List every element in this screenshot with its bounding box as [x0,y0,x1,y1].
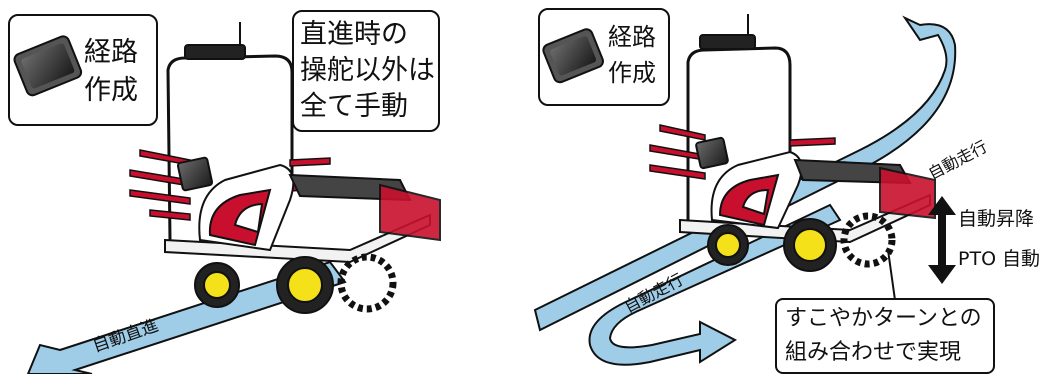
callout-manual-line3: 全て手動 [300,91,408,122]
auto-straight-arrow [26,260,347,375]
left-panel [12,22,441,375]
callout-turn-line1: すこやかターンとの [785,306,982,331]
callout-manual-line2: 操舵以外は [300,55,435,86]
callout-route-left-line2: 作成 [84,75,138,106]
rice-transplanter-left [129,22,441,314]
callout-route-left-line1: 経路 [84,37,138,68]
callout-route-left: 経路 作成 [8,14,158,126]
lift-updown-arrow [928,196,956,284]
callout-manual-line1: 直進時の [300,19,408,50]
turn-callout-pointer [887,249,896,301]
callout-turn-line2: 組み合わせで実現 [785,340,962,365]
callout-route-right-line2: 作成 [608,59,656,87]
callout-manual: 直進時の 操舵以外は 全て手動 [292,10,440,132]
arrow-label-auto-top: 自動走行 [925,137,990,184]
auto-turn-arrow-bottom [588,203,842,366]
label-pto-auto: PTO 自動 [958,248,1041,270]
monitor-icon-right-overlay [542,28,604,84]
callout-turn: すこやかターンとの 組み合わせで実現 [775,298,995,374]
label-auto-lift: 自動昇降 [958,208,1035,230]
callout-route-right-line1: 経路 [608,23,656,51]
monitor-icon-left-overlay [13,35,83,97]
rice-transplanter-right [649,14,936,272]
auto-turn-arrow-top [533,15,957,332]
